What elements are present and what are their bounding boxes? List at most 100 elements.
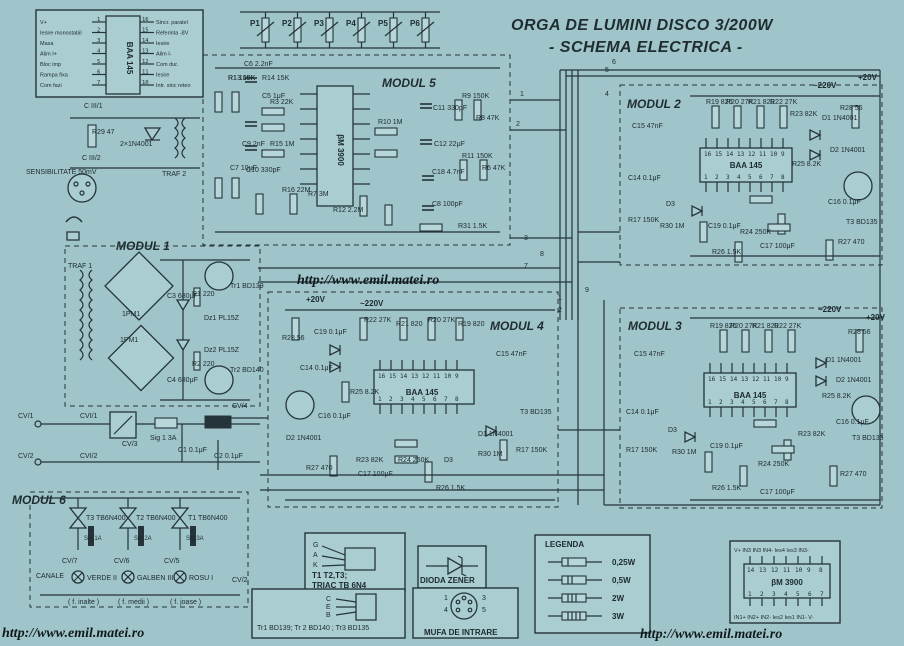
- module-1-part-label: R2 220: [192, 361, 215, 368]
- module-part-label: R17 150K: [626, 447, 657, 454]
- module-part-label: C17 100μF: [760, 243, 795, 250]
- resistor: [704, 451, 713, 473]
- chip-pin-number: 2: [719, 399, 723, 406]
- module-5-part-label: C12 22μF: [434, 141, 465, 148]
- module-6-lamp-label: VERDE II: [87, 575, 117, 582]
- svg-text:E: E: [326, 604, 331, 611]
- connector-number: 6: [612, 59, 616, 66]
- module-part-label: C19 0.1μF: [710, 443, 743, 450]
- module-6-label: CV/2: [232, 577, 248, 584]
- module-part-label: R22 27K: [774, 323, 802, 330]
- resistor: [341, 381, 350, 403]
- legend-item-label: 0,5W: [612, 576, 631, 585]
- module-part-label: C16 0.1μF: [836, 419, 869, 426]
- module-part-label: D1 1N4001: [478, 431, 514, 438]
- module-supply-label: +20V: [866, 313, 886, 322]
- resistor: [255, 193, 264, 215]
- watermark-bottom-left: http://www.emil.matei.ro: [2, 626, 144, 641]
- fuse: [138, 526, 144, 546]
- chip-pin-number: 14: [400, 373, 408, 380]
- chip-pin-number: 8: [455, 396, 459, 403]
- chip-pin-number: 13: [411, 373, 419, 380]
- resistor: [734, 241, 743, 263]
- chip-pin-number: 11: [433, 373, 441, 380]
- potentiometer: [389, 17, 398, 43]
- diode: [809, 128, 822, 142]
- module-part-label: R20 27K: [726, 99, 754, 106]
- resistor: [455, 317, 464, 341]
- module-supply-label: +20V: [858, 73, 878, 82]
- module-4-label: MODUL 4: [490, 319, 544, 333]
- connector-number: 8: [540, 251, 544, 258]
- svg-text:B: B: [326, 612, 331, 619]
- module-part-label: R23 82K: [356, 457, 384, 464]
- pot-label: P2: [282, 19, 292, 28]
- bm3900-bottom-pin: 4: [784, 591, 788, 598]
- module-part-label: C15 47nF: [632, 123, 663, 130]
- module-part-label: C16 0.1μF: [828, 199, 861, 206]
- module-supply-label: ~220V: [813, 81, 837, 90]
- baa-pin-num-right: 15: [142, 28, 149, 34]
- module-part-label: C16 0.1μF: [318, 413, 351, 420]
- module-5-part-label: R15 1M: [270, 141, 295, 148]
- bm3900-top-pin: 11: [783, 567, 791, 574]
- legend-plug-box: 3 5 1 4 MUFA DE INTRARE: [412, 587, 519, 639]
- diode: [485, 424, 498, 438]
- module-6-freq-label: ( f. inalte ): [68, 599, 99, 606]
- module-5-part-label: R9 150K: [462, 93, 490, 100]
- module-1-part-label: TRAF 1: [68, 263, 92, 270]
- pot-label: P3: [314, 19, 324, 28]
- resistor: [374, 149, 398, 158]
- baa-pin-num-right: 11: [142, 70, 149, 76]
- pot-label: P1: [250, 19, 260, 28]
- pot-label: P6: [410, 19, 420, 28]
- module-part-label: R30 1M: [660, 223, 685, 230]
- module-part-label: R27 470: [840, 471, 867, 478]
- resistor: [711, 105, 720, 129]
- chip-pin-number: 8: [781, 174, 785, 181]
- module-part-label: R17 150K: [628, 217, 659, 224]
- module-5-part-label: R14 15K: [262, 75, 290, 82]
- diode: [329, 343, 342, 357]
- pinout-chip-name: BAA 145: [125, 42, 134, 75]
- module-part-label: R24 250K: [398, 457, 429, 464]
- bm3900-top-pin: 12: [771, 567, 779, 574]
- triac-legend-line2: TRIAC TB 6N4: [312, 581, 367, 590]
- potentiometer: [357, 17, 366, 43]
- bm3900-bottom-pin: 7: [820, 591, 824, 598]
- baa-pin-num-right: 14: [142, 38, 149, 44]
- input-section-label: 2×1N4001: [120, 141, 153, 148]
- legend-resistor-symbol: [561, 575, 587, 585]
- module-part-label: D3: [444, 457, 453, 464]
- baa-pin-num-left: 4: [97, 49, 101, 55]
- module-6-fuse-label: Sig 2A: [134, 536, 152, 542]
- bm3900-top-pin: 10: [795, 567, 803, 574]
- module-part-label: R27 470: [838, 239, 865, 246]
- resistor: [399, 317, 408, 341]
- resistor: [214, 91, 223, 113]
- chip-pin-number: 11: [759, 151, 767, 158]
- baa-pin-num-left: 3: [97, 38, 100, 44]
- svg-text:3: 3: [482, 595, 486, 602]
- module-5-part-label: R16 22M: [282, 187, 311, 194]
- module-5-part-label: C5 1μF: [262, 93, 285, 100]
- bm3900-bottom-pin: 1: [748, 591, 752, 598]
- legend-resistor-symbol: [561, 611, 587, 621]
- connector-number: 5: [605, 67, 609, 74]
- baa-pin-num-right: 13: [142, 49, 149, 55]
- module-part-label: R30 1M: [478, 451, 503, 458]
- legend-triac-box: G A K T1 T2,T3; TRIAC TB 6N4: [304, 532, 406, 592]
- chip-pin-number: 11: [763, 376, 771, 383]
- baa-pin-num-left: 1: [97, 17, 100, 23]
- mains-label: CV/4: [232, 403, 248, 410]
- module-part-label: R19 820: [458, 321, 485, 328]
- module-5-part-label: R1 100K: [228, 75, 256, 82]
- resistor: [454, 99, 463, 121]
- chip-pin-number: 5: [748, 174, 752, 181]
- resistor: [261, 149, 285, 158]
- mains-label: Sig 1 3A: [150, 435, 177, 442]
- resistor: [394, 439, 418, 448]
- module-6-label: CV/6: [114, 558, 130, 565]
